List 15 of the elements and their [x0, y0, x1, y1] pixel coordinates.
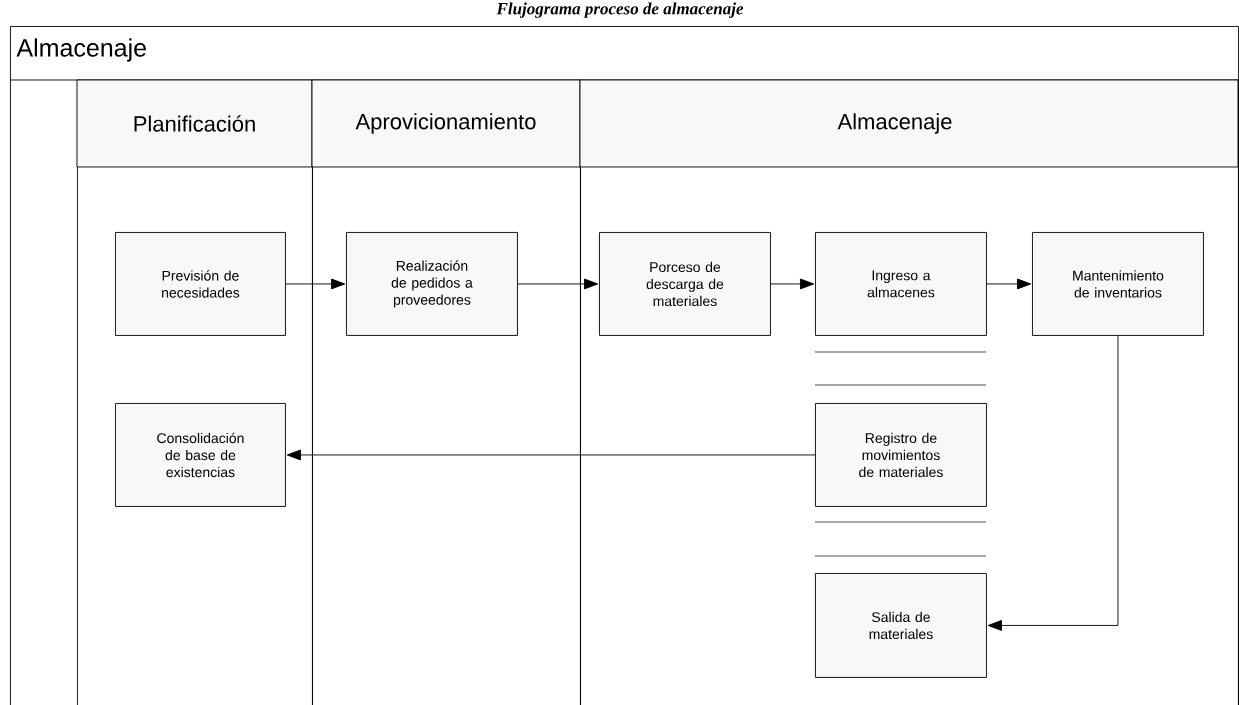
process-box: Realización de pedidos a proveedores — [346, 232, 518, 336]
process-box: Mantenimiento de inventarios — [1032, 232, 1204, 336]
process-box: Salida de materiales — [815, 573, 987, 678]
process-box: Previsión de necesidades — [115, 232, 286, 336]
process-box: Registro de movimientos de materiales — [815, 403, 987, 507]
arrow — [770, 278, 815, 290]
arrow — [286, 449, 816, 461]
arrow — [517, 278, 599, 290]
process-box: Porceso de descarga de materiales — [599, 232, 771, 336]
arrow — [285, 278, 346, 290]
process-box: Ingreso a almacenes — [815, 232, 987, 336]
arrow — [986, 278, 1032, 290]
process-box: Consolidación de base de existencias — [115, 403, 286, 507]
title: Flujograma proceso de almacenaje — [496, 2, 744, 18]
arrow — [987, 335, 1119, 631]
